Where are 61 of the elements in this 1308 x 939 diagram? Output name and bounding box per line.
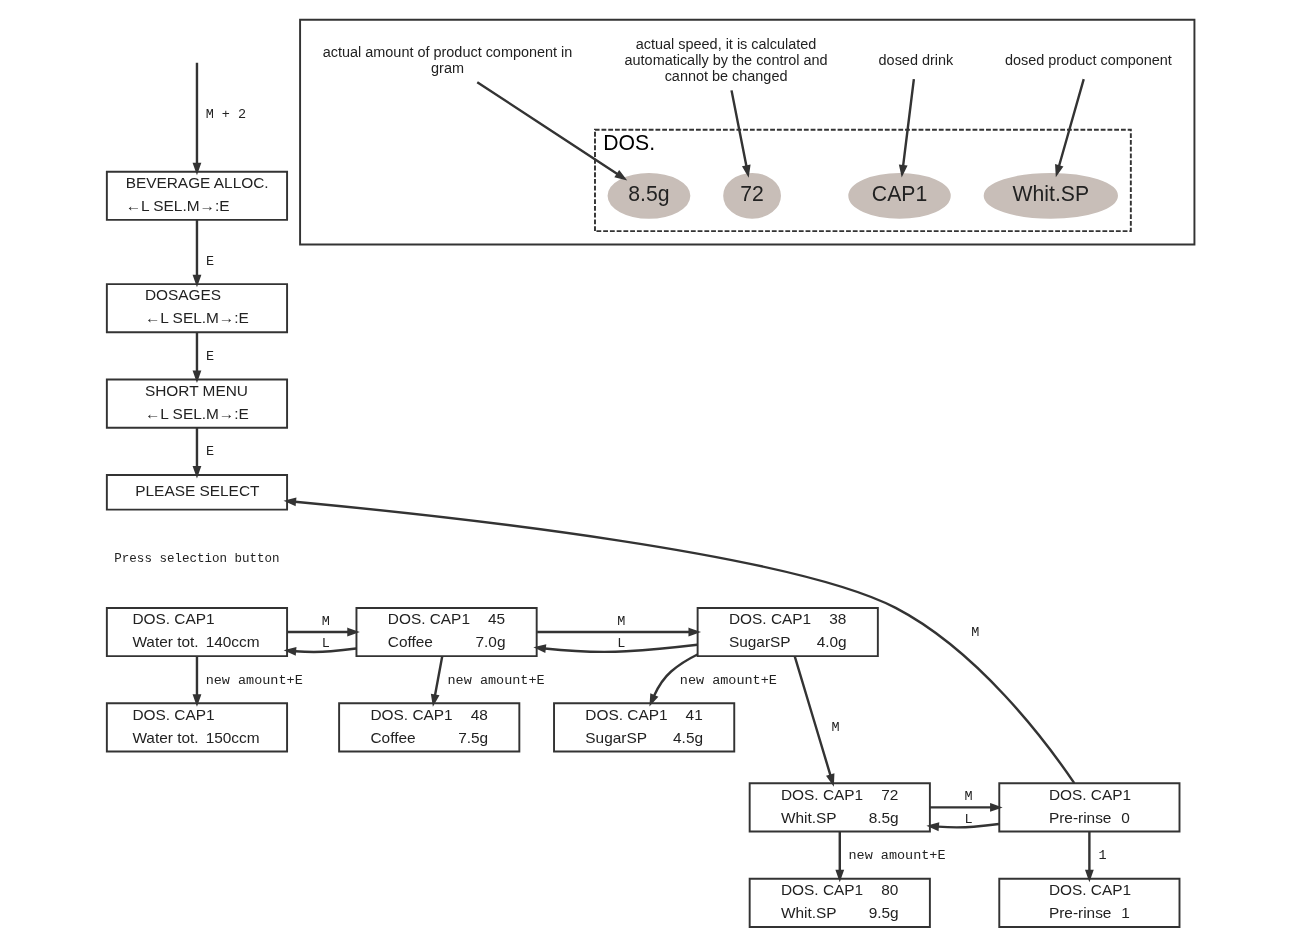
node-label: Press selection button [113, 552, 280, 567]
node-box: DOS. CAP1 48 Coffee 7.5g [337, 702, 520, 753]
edge-label: new amount+E [205, 672, 303, 688]
node-box: DOS. CAP1 45 Coffee 7.0g [355, 606, 538, 658]
edge-label: 1 [1098, 848, 1107, 864]
node-text: dosed drink [878, 52, 953, 69]
arrow [192, 332, 201, 384]
node-box: DOS. CAP1 Water tot. 140ccm [105, 606, 288, 658]
arrow [532, 643, 698, 654]
arrow [929, 803, 1003, 812]
edge-label: M [964, 789, 973, 805]
node-text: dosed product component [1004, 52, 1172, 69]
arrow [283, 646, 356, 656]
node-ellipse: 72 [722, 172, 781, 219]
edge-label: E [205, 444, 214, 460]
node-box: DOS. CAP1 Pre-rinse 1 [997, 877, 1180, 928]
edge-label: M + 2 [205, 106, 246, 122]
edge-label: new amount+E [679, 672, 777, 688]
arrow [536, 627, 701, 637]
edge-label: E [205, 348, 214, 364]
cluster [298, 18, 1195, 246]
arrow [729, 90, 751, 178]
arrow [1054, 78, 1085, 178]
edge-label: new amount+E [847, 848, 946, 864]
node-box: DOS. CAP1 Water tot. 150ccm [105, 702, 288, 753]
arrow [430, 656, 443, 707]
arrow [192, 427, 201, 479]
arrow [925, 822, 999, 832]
arrow [648, 653, 698, 707]
node-box: DOS. CAP1 Pre-rinse 0 [997, 782, 1180, 833]
edge-label: L [321, 636, 330, 652]
node-box: PLEASE SELECT [105, 473, 288, 511]
edge-label: M [321, 613, 330, 629]
edge-label: new amount+E [447, 672, 545, 688]
arrow [192, 62, 201, 176]
edge-label: L [964, 811, 973, 827]
arrow [286, 627, 360, 637]
node-box: DOS. CAP1 80 Whit.SP 9.5g [748, 877, 931, 928]
node-box: BEVERAGE ALLOC. ←L SEL.M→:E [105, 170, 288, 221]
arrow [192, 656, 201, 707]
node-ellipse: CAP1 [847, 172, 951, 219]
edge-label: M [831, 720, 840, 736]
edge-label: E [205, 253, 214, 269]
arrow [898, 79, 915, 178]
arrow [834, 831, 844, 883]
node-box: DOS. CAP1 38 SugarSP 4.0g [696, 606, 879, 658]
edge-label: M [970, 625, 979, 641]
arrow [476, 81, 627, 181]
node-box: SHORT MENU ←L SEL.M→:E [105, 378, 288, 429]
edge-label: M [616, 613, 625, 629]
node-box: DOS. CAP1 41 SugarSP 4.5g [552, 702, 735, 753]
arrow [192, 219, 201, 288]
node-box: DOSAGES ←L SEL.M→:E [105, 283, 288, 334]
arrow [793, 656, 834, 787]
node-text: actual speed, it is calculated automatically by the control and cannot be changed [624, 35, 828, 85]
node-ellipse: Whit.SP [983, 172, 1118, 219]
node-box: DOS. CAP1 72 Whit.SP 8.5g [748, 782, 931, 833]
node-text: actual amount of product component in gram [322, 43, 572, 77]
arrow [1084, 831, 1094, 883]
arrow [283, 497, 1075, 784]
edge-label: L [616, 636, 625, 652]
